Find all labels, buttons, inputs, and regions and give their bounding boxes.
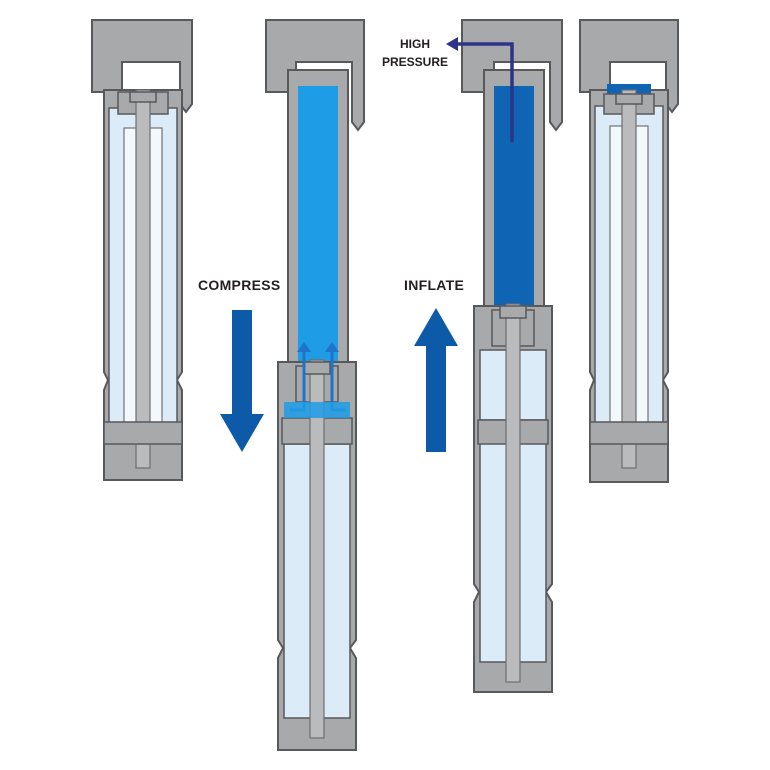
air-column-light [298,86,338,386]
piston-rod [505,303,521,683]
high-pressure-label-2: PRESSURE [382,55,448,69]
bottom-seal [103,421,183,445]
piston-rod [621,89,637,469]
inflate-label: INFLATE [404,277,464,293]
valve-cap [303,361,331,375]
valve-stem [615,93,643,105]
pump-stage-compress [265,19,365,751]
pump-stage-rest-right [579,19,679,483]
high-pressure-label: HIGH [400,37,430,51]
compress-label: COMPRESS [198,277,281,293]
pump-stage-rest-left [91,19,193,481]
bottom-seal [589,421,669,445]
piston-rod [309,359,325,739]
pump-stage-inflate [446,19,563,693]
valve-cap [499,305,527,319]
arrow-head-icon [297,342,311,352]
air-pocket-fluid [284,402,350,418]
air-column-dark [494,86,534,308]
head-fitting [461,19,563,132]
arrow-head-icon [325,342,339,352]
valve-stem [129,91,157,103]
piston-rod [135,89,151,469]
arrow-down-icon [220,310,264,452]
arrow-left-icon [446,37,458,51]
arrow-up-icon [414,308,458,452]
head-fitting [265,19,365,132]
pressure-outlet-line [456,42,514,142]
